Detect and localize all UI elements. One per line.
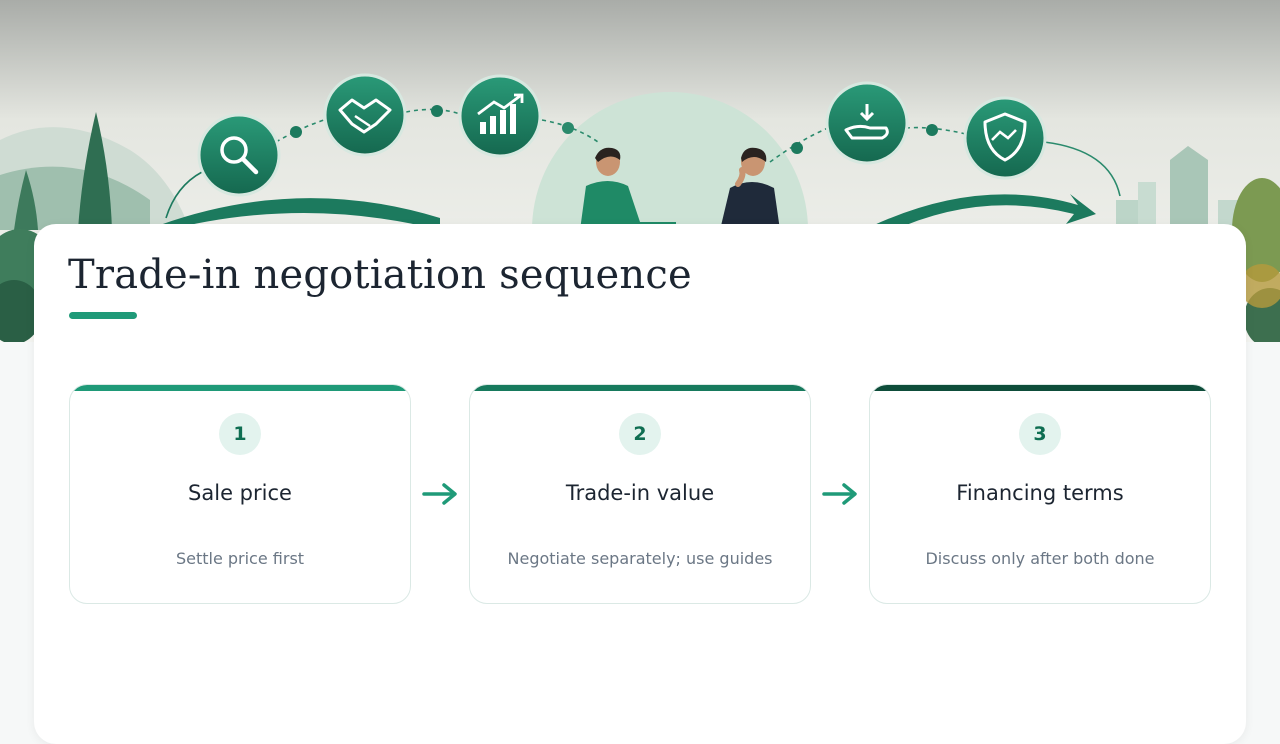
step-card-1: 1 Sale price Settle price first bbox=[69, 384, 411, 604]
step-title: Sale price bbox=[188, 481, 292, 505]
step-number-badge: 3 bbox=[1019, 413, 1061, 455]
search-icon bbox=[197, 113, 281, 197]
step-accent-bar bbox=[70, 385, 410, 391]
step-accent-bar bbox=[870, 385, 1210, 391]
growth-chart-icon bbox=[458, 74, 542, 158]
arrow-right-icon bbox=[822, 483, 857, 505]
hand-receive-icon bbox=[825, 81, 909, 165]
shield-handshake-icon bbox=[963, 96, 1047, 180]
step-card-3: 3 Financing terms Discuss only after bot… bbox=[869, 384, 1211, 604]
title-underline bbox=[69, 312, 137, 319]
step-number-badge: 2 bbox=[619, 413, 661, 455]
step-title: Financing terms bbox=[956, 481, 1124, 505]
step-accent-bar bbox=[470, 385, 810, 391]
tree-tall bbox=[78, 112, 112, 230]
step-number-badge: 1 bbox=[219, 413, 261, 455]
arrow-right-icon bbox=[422, 483, 457, 505]
step-title: Trade-in value bbox=[565, 481, 715, 505]
hero-illustration bbox=[0, 0, 1280, 342]
step-description: Settle price first bbox=[175, 549, 305, 568]
content-card: Trade-in negotiation sequence 1 Sale pri… bbox=[34, 224, 1246, 744]
page-title: Trade-in negotiation sequence bbox=[68, 252, 692, 298]
handshake-icon bbox=[323, 73, 407, 157]
step-card-2: 2 Trade-in value Negotiate separately; u… bbox=[469, 384, 811, 604]
step-description: Negotiate separately; use guides bbox=[507, 549, 773, 568]
step-description: Discuss only after both done bbox=[925, 549, 1155, 568]
business-people bbox=[580, 147, 780, 230]
